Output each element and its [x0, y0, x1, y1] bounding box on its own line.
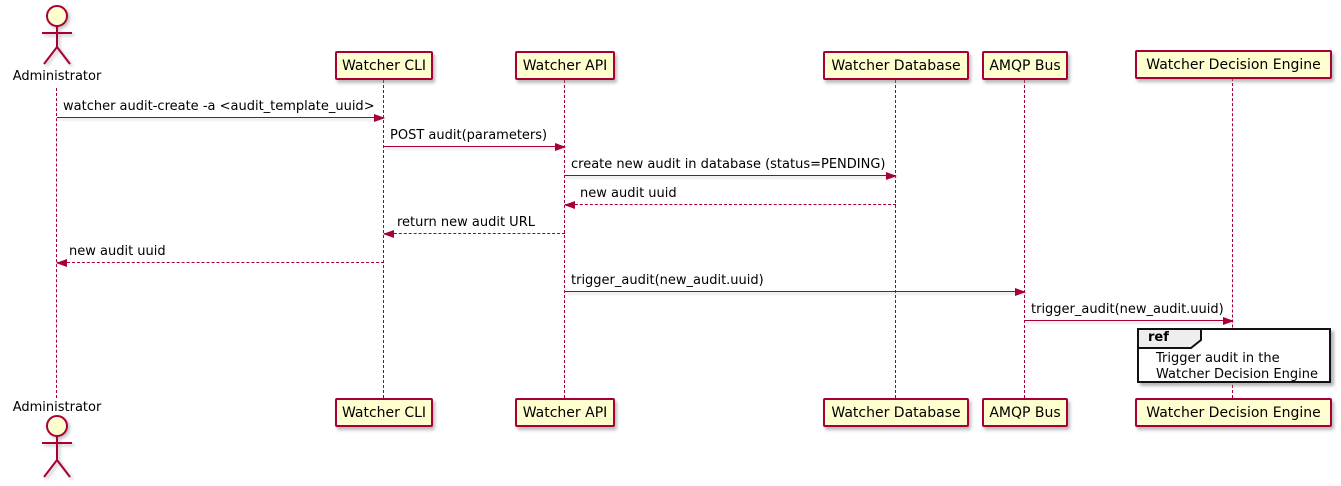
- participant-label: AMQP Bus: [989, 57, 1061, 74]
- arrowhead-right-icon: [374, 113, 385, 122]
- participant-watcher-database-top: Watcher Database: [823, 51, 969, 80]
- participant-label: Watcher CLI: [341, 404, 427, 421]
- ref-body: Trigger audit in the Watcher Decision En…: [1156, 351, 1318, 382]
- participant-watcher-api-top: Watcher API: [515, 51, 615, 80]
- lifeline-administrator: [56, 88, 57, 398]
- lifeline-watcher-database: [895, 80, 896, 398]
- participant-label: Watcher Decision Engine: [1146, 404, 1321, 421]
- message-label: create new audit in database (status=PEN…: [571, 157, 886, 172]
- participant-label: Watcher API: [522, 57, 608, 74]
- arrowhead-right-icon: [1015, 287, 1026, 296]
- lifeline-watcher-decision-engine: [1232, 78, 1233, 398]
- person-icon: [42, 415, 72, 478]
- ref-text-line1: Trigger audit in the: [1156, 351, 1280, 366]
- ref-fragment: ref Trigger audit in the Watcher Decisio…: [1137, 328, 1331, 383]
- person-icon: [42, 5, 72, 65]
- ref-tab-shape-icon: [1137, 328, 1202, 349]
- message-line: [565, 175, 896, 176]
- actor-label-bottom: Administrator: [12, 400, 102, 415]
- message-label: return new audit URL: [397, 215, 535, 230]
- lifeline-watcher-api: [564, 80, 565, 398]
- arrowhead-right-icon: [886, 171, 897, 180]
- participant-label: Watcher CLI: [341, 57, 427, 74]
- participant-label: Watcher API: [522, 404, 608, 421]
- message-line: [57, 117, 384, 118]
- participant-label: AMQP Bus: [989, 404, 1061, 421]
- arrowhead-left-icon: [564, 200, 575, 209]
- message-label: new audit uuid: [69, 244, 166, 259]
- message-label: watcher audit-create -a <audit_template_…: [63, 99, 375, 114]
- message-line: [1025, 320, 1233, 321]
- message-label: new audit uuid: [580, 186, 677, 201]
- message-label: trigger_audit(new_audit.uuid): [571, 273, 764, 288]
- message-label: trigger_audit(new_audit.uuid): [1031, 302, 1224, 317]
- message-line: [384, 146, 565, 147]
- arrowhead-right-icon: [555, 142, 566, 151]
- ref-tab-label: ref: [1148, 330, 1169, 345]
- participant-watcher-decision-engine-bottom: Watcher Decision Engine: [1135, 398, 1332, 427]
- arrowhead-left-icon: [56, 258, 67, 267]
- lifeline-amqp-bus: [1024, 80, 1025, 398]
- participant-watcher-cli-top: Watcher CLI: [335, 51, 433, 80]
- participant-label: Watcher Database: [831, 57, 961, 74]
- message-line: [384, 233, 565, 234]
- arrowhead-right-icon: [1223, 316, 1234, 325]
- participant-watcher-api-bottom: Watcher API: [515, 398, 615, 427]
- participant-label: Watcher Decision Engine: [1146, 56, 1321, 73]
- participant-label: Watcher Database: [831, 404, 961, 421]
- lifeline-watcher-cli: [383, 80, 384, 398]
- participant-watcher-decision-engine-top: Watcher Decision Engine: [1135, 50, 1332, 79]
- actor-label-top: Administrator: [12, 69, 102, 84]
- message-line: [565, 291, 1025, 292]
- ref-text-line2: Watcher Decision Engine: [1156, 366, 1318, 382]
- message-label: POST audit(parameters): [390, 128, 548, 143]
- arrowhead-left-icon: [383, 229, 394, 238]
- message-line: [565, 204, 896, 205]
- participant-amqp-bus-top: AMQP Bus: [982, 51, 1068, 80]
- message-line: [57, 262, 384, 263]
- participant-amqp-bus-bottom: AMQP Bus: [982, 398, 1068, 427]
- participant-watcher-database-bottom: Watcher Database: [823, 398, 969, 427]
- participant-watcher-cli-bottom: Watcher CLI: [335, 398, 433, 427]
